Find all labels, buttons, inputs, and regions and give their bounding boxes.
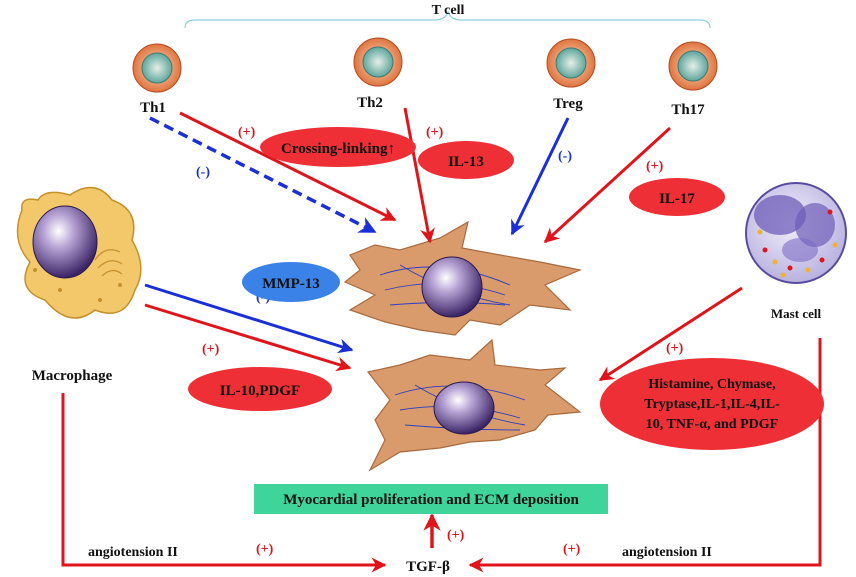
- macrophage-activate-arrow: [144, 303, 352, 372]
- th17-label: Th17: [671, 102, 705, 118]
- il10-pdgf-oval: IL-10,PDGF: [188, 367, 332, 411]
- th17-pos-sign: (+): [646, 159, 664, 174]
- il10-pdgf-label: IL-10,PDGF: [220, 383, 300, 399]
- il13-label: IL-13: [448, 154, 484, 170]
- il13-oval: IL-13: [418, 141, 514, 179]
- crosslinking-oval: Crossing-linking↑: [260, 127, 416, 167]
- tgf-beta-label: TGF-β: [406, 559, 450, 575]
- mast-products-oval: Histamine, Chymase, Tryptase,IL-1,IL-4,I…: [600, 358, 824, 450]
- mmp13-oval: MMP-13: [242, 262, 340, 302]
- mast-pos-sign: (+): [666, 341, 684, 356]
- tgf-pos-sign: (+): [447, 528, 465, 543]
- crosslinking-label: Crossing-linking↑: [281, 141, 395, 157]
- treg-neg-sign: (-): [558, 149, 572, 164]
- mast-cell-icon: [745, 182, 847, 284]
- mast-products-line-3: 10, TNF-α, and PDGF: [646, 417, 778, 432]
- macrophage-pos-sign: (+): [202, 342, 220, 357]
- il17-oval: IL-17: [629, 178, 725, 216]
- macrophage-cell-icon: [16, 186, 142, 319]
- treg-cell-icon: [546, 38, 596, 88]
- th1-activate-arrow: [179, 111, 397, 222]
- treg-label: Treg: [553, 96, 583, 112]
- th1-neg-sign: (-): [196, 165, 210, 180]
- th17-arrow: [543, 126, 672, 244]
- th17-cell-icon: [668, 41, 718, 91]
- macrophage-label: Macrophage: [32, 368, 113, 384]
- il17-label: IL-17: [659, 191, 695, 207]
- macrophage-angiotension-arrow: [61, 393, 387, 573]
- mmp13-label: MMP-13: [262, 276, 319, 292]
- th1-pos-sign: (+): [238, 125, 256, 140]
- angiotension-left-label: angiotension II: [88, 545, 178, 560]
- th2-label: Th2: [357, 95, 383, 111]
- t-cell-label: T cell: [432, 3, 465, 18]
- th1-inhibit-arrow: [149, 116, 377, 234]
- th2-cell-icon: [353, 37, 403, 87]
- mast-cell-label: Mast cell: [771, 306, 822, 321]
- left-angio-pos-sign: (+): [256, 542, 274, 557]
- fibroblast-lower-icon: [366, 338, 582, 472]
- mast-products-line-2: Tryptase,IL-1,IL-4,IL-: [644, 397, 780, 412]
- mast-products-line-1: Histamine, Chymase,: [648, 377, 775, 392]
- angiotension-right-label: angiotension II: [622, 545, 712, 560]
- fibroblast-upper-icon: [343, 220, 583, 336]
- outcome-box: Myocardial proliferation and ECM deposit…: [254, 484, 608, 514]
- outcome-label: Myocardial proliferation and ECM deposit…: [283, 492, 579, 508]
- macrophage-inhibit-arrow: [144, 283, 354, 354]
- right-angio-pos-sign: (+): [563, 542, 581, 557]
- th1-cell-icon: [132, 43, 182, 93]
- treg-arrow: [510, 117, 570, 236]
- th2-pos-sign: (+): [426, 125, 444, 140]
- th1-label: Th1: [140, 100, 166, 116]
- t-cell-bracket: [184, 10, 711, 29]
- th2-arrow: [403, 107, 435, 244]
- mast-arrow: [598, 286, 743, 382]
